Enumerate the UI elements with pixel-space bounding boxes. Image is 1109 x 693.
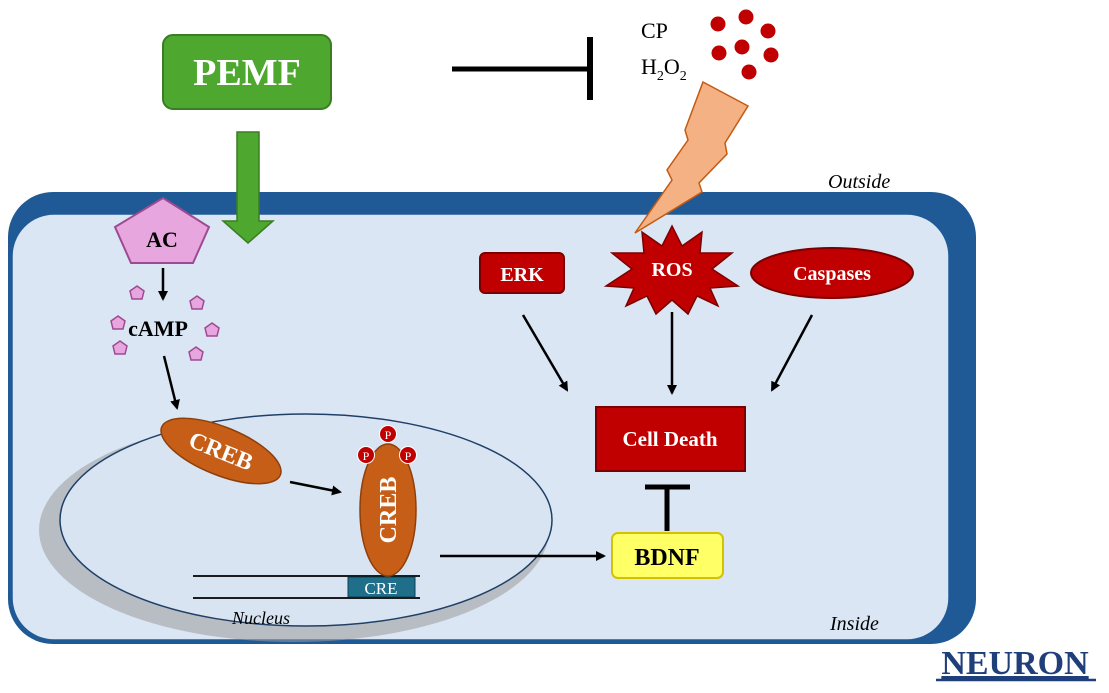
particle	[738, 9, 754, 25]
neuron-label: NEURON	[941, 645, 1089, 682]
cre-label: CRE	[364, 579, 397, 598]
camp-to-creb-arrow	[162, 355, 180, 410]
camp-molecule	[188, 346, 204, 361]
creb-ellipse	[160, 417, 282, 485]
camp-molecule	[129, 285, 145, 300]
phospho-circle-top	[379, 425, 397, 443]
phospho-label-right: P	[405, 449, 412, 463]
creb-nuclear-label: CREB	[376, 477, 402, 544]
caspases-label: Caspases	[793, 263, 871, 285]
nucleus	[59, 413, 553, 627]
erk-to-death-arrow	[521, 314, 569, 392]
cell-death-box	[595, 406, 746, 472]
pemf-box	[162, 34, 332, 110]
particle	[710, 16, 726, 32]
camp-molecule	[204, 322, 220, 337]
inside-label: Inside	[829, 613, 879, 635]
creb-translocation-arrow	[289, 480, 342, 496]
camp-molecules	[110, 285, 220, 361]
cre-box	[347, 576, 416, 598]
outside-label: Outside	[828, 171, 890, 193]
nucleus-label: Nucleus	[231, 608, 290, 628]
pemf-arrow	[221, 131, 275, 244]
erk-box	[479, 252, 565, 294]
camp-molecule	[110, 315, 126, 330]
particle	[734, 39, 750, 55]
phospho-label-left: P	[363, 449, 370, 463]
particle	[741, 64, 757, 80]
ac-label: AC	[146, 227, 178, 252]
particle	[760, 23, 776, 39]
phospho-circle-left	[357, 446, 375, 464]
phospho-label-top: P	[385, 428, 392, 442]
cp-label: CP	[641, 18, 668, 43]
camp-label: cAMP	[128, 316, 188, 341]
pemf-label: PEMF	[193, 52, 301, 94]
ros-starburst	[603, 224, 741, 316]
lightning-bolt	[634, 80, 750, 234]
erk-label: ERK	[500, 264, 544, 286]
phospho-circle-right	[399, 446, 417, 464]
camp-molecule	[189, 295, 205, 310]
particle	[711, 45, 727, 61]
camp-molecule	[112, 340, 128, 355]
bdnf-label: BDNF	[634, 545, 699, 571]
caspases-to-death-arrow	[770, 314, 814, 392]
oxidant-particles	[710, 9, 779, 80]
ac-pentagon	[113, 196, 211, 264]
cell-death-label: Cell Death	[622, 427, 717, 451]
bdnf-box	[611, 532, 724, 579]
caspases-ellipse	[750, 247, 914, 299]
particle	[763, 47, 779, 63]
creb-nuclear	[359, 443, 417, 577]
ros-label: ROS	[651, 259, 692, 281]
h2o2-label: H2O2	[641, 54, 687, 84]
